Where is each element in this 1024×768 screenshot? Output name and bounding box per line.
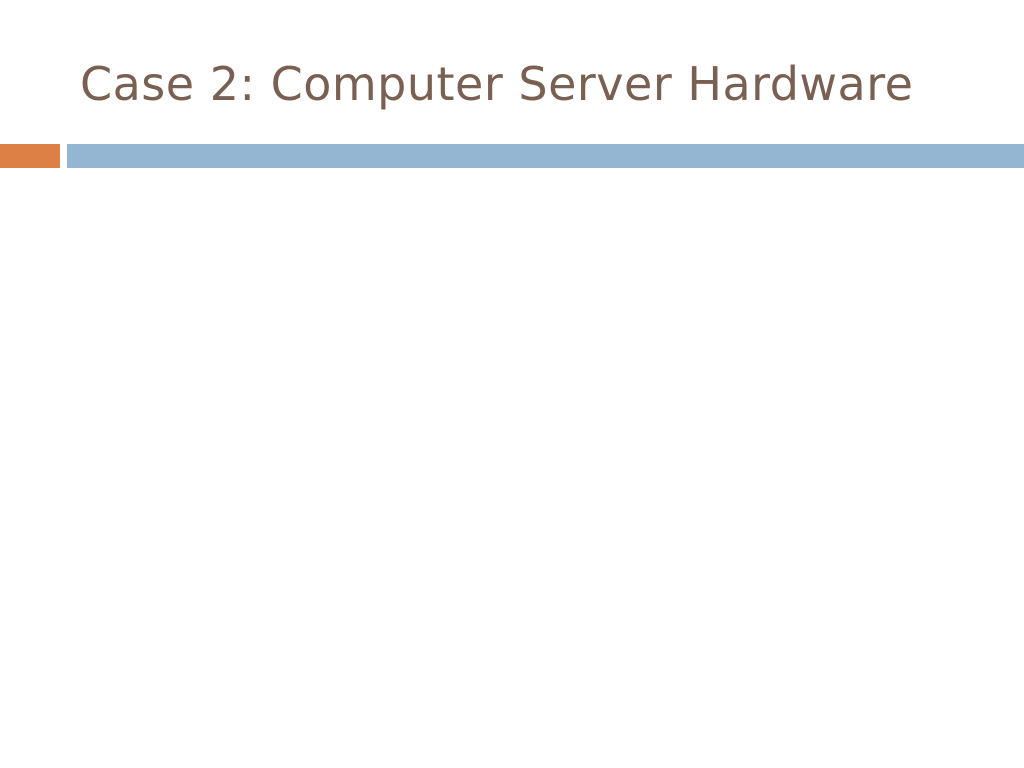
slide-content-area (80, 190, 960, 730)
accent-bar-blue (67, 144, 1024, 168)
slide-title: Case 2: Computer Server Hardware (80, 57, 914, 111)
accent-bar-orange (0, 144, 60, 168)
